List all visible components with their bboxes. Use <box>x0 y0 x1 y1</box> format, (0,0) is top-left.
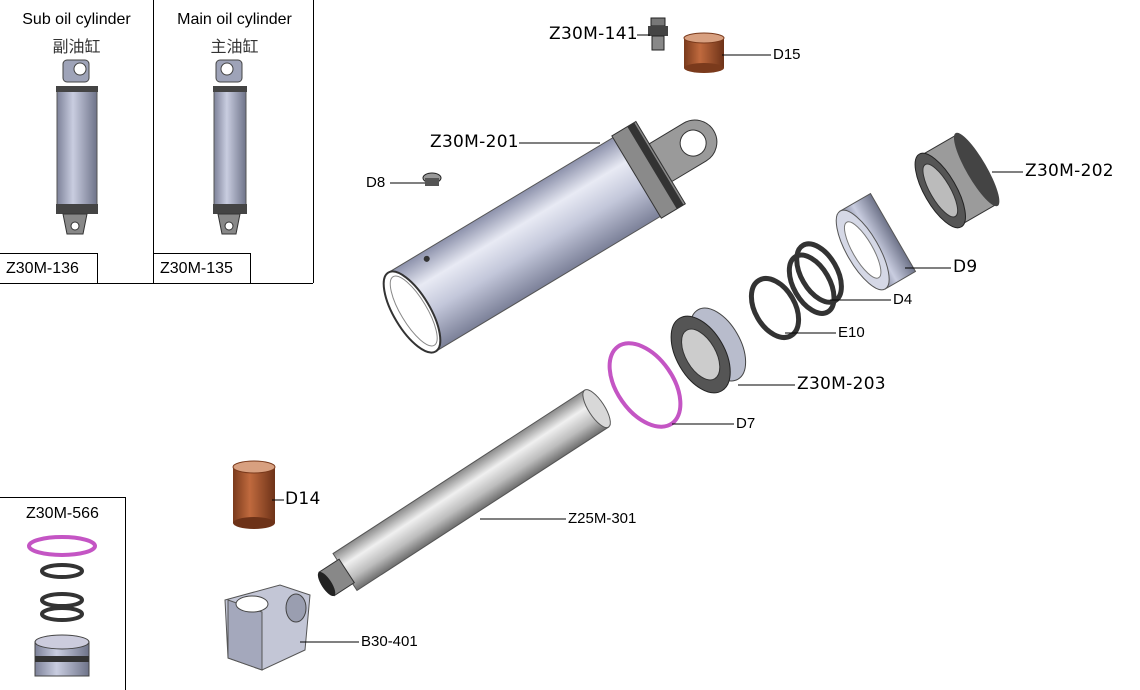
bushing-d15-image <box>683 32 725 73</box>
main-panel-title: Main oil cylinder <box>177 11 292 28</box>
seal-d4-image <box>786 241 844 316</box>
label-ring-e10: E10 <box>838 324 865 341</box>
label-plug: D8 <box>366 174 386 191</box>
label-seal-d4: D4 <box>893 291 913 308</box>
barrel-image <box>382 119 718 354</box>
label-gland: Z30M-202 <box>1025 161 1114 181</box>
label-barrel: Z30M-201 <box>430 132 519 152</box>
oring-d7-image <box>607 341 683 429</box>
fitting-image <box>648 17 668 51</box>
plug-image <box>422 172 442 186</box>
main-cylinder-code: Z30M-135 <box>153 253 251 284</box>
label-rod: Z25M-301 <box>568 510 637 527</box>
seal-kit-image <box>27 535 97 677</box>
gland-image <box>914 132 1000 229</box>
ring-e10-image <box>748 276 802 340</box>
sub-cylinder-image <box>56 59 98 235</box>
rod-image <box>317 389 611 597</box>
label-seal-d9: D9 <box>953 257 978 277</box>
label-rod-eye: B30-401 <box>361 633 418 650</box>
label-oring: D7 <box>736 415 756 432</box>
main-cylinder-image <box>213 59 247 235</box>
label-fitting: Z30M-141 <box>549 24 638 44</box>
main-panel-title-cn: 主油缸 <box>210 37 259 56</box>
label-bushing-top: D15 <box>773 46 801 63</box>
sub-cylinder-code: Z30M-136 <box>0 253 98 284</box>
seal-d9-image <box>835 192 917 291</box>
bushing-d14-image <box>232 460 276 529</box>
sub-panel-title: Sub oil cylinder <box>22 11 131 28</box>
label-bushing-bottom: D14 <box>285 489 321 509</box>
sub-panel-title-cn: 副油缸 <box>52 37 101 56</box>
piston-image <box>670 307 747 394</box>
rod-eye-image <box>224 584 311 671</box>
leader-lines <box>272 34 1023 643</box>
label-piston: Z30M-203 <box>797 374 886 394</box>
seal-kit-code: Z30M-566 <box>26 505 99 522</box>
panel-borders <box>0 0 314 690</box>
